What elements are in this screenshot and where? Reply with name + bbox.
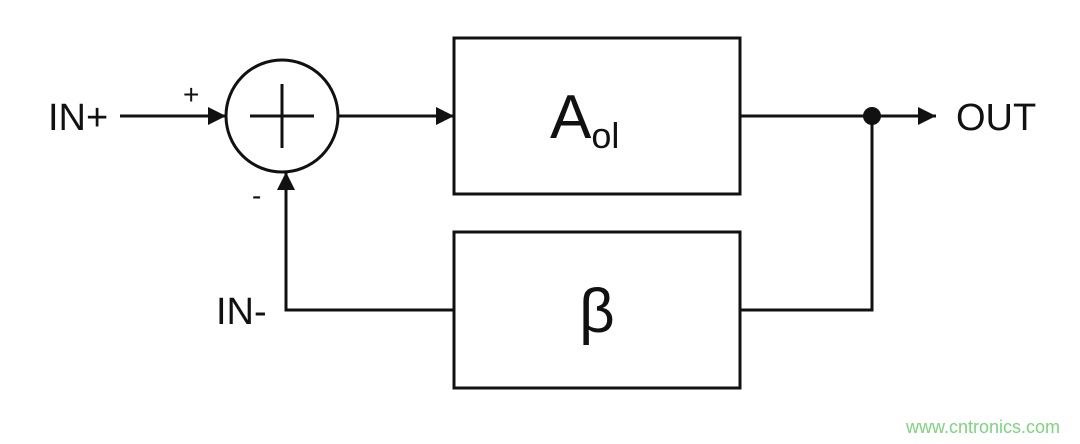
plus-sign-label: + <box>183 79 199 110</box>
forward-gain-main: A <box>550 83 592 152</box>
out-label: OUT <box>956 97 1036 139</box>
summing-junction <box>224 58 340 174</box>
watermark-text: www.cntronics.com <box>905 417 1060 437</box>
minus-sign-label: - <box>252 180 261 211</box>
feedback-block <box>452 230 742 390</box>
feedback-factor-label: β <box>579 277 615 346</box>
forward-gain-subscript: ol <box>591 115 619 156</box>
in-minus-label: IN- <box>216 291 267 333</box>
forward-gain-label: Aol <box>550 83 619 156</box>
feedback-to-sum-wire <box>277 172 454 312</box>
forward-gain-block <box>452 36 742 196</box>
output-feedback-wire <box>740 116 874 312</box>
in-plus-label: IN+ <box>48 97 108 139</box>
